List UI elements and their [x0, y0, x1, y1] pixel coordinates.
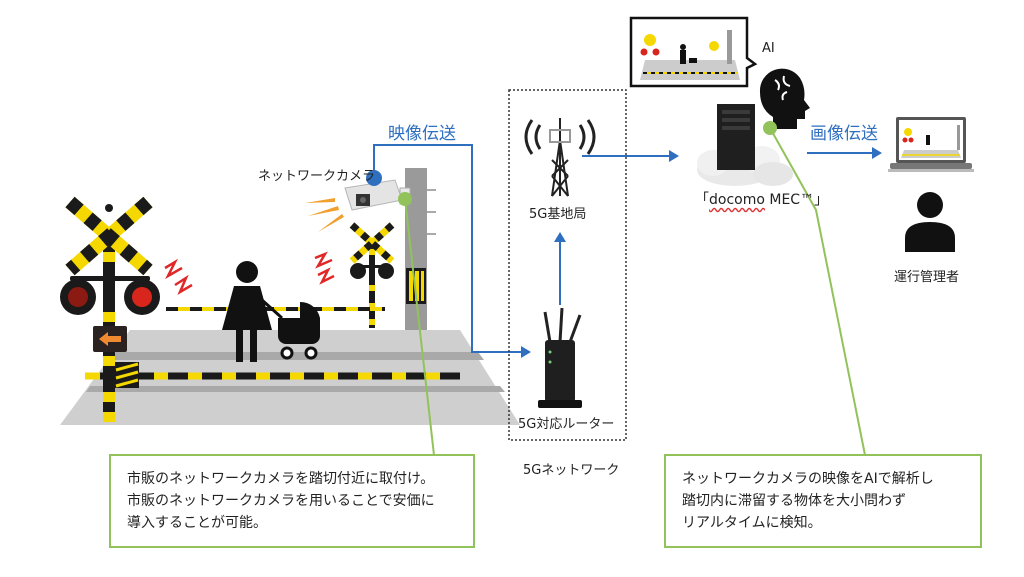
mec-label: 「docomo MEC™」 [695, 189, 828, 209]
operator-label: 運行管理者 [894, 270, 960, 285]
router-label: 5G対応ルーター [518, 417, 615, 432]
callout-line: 踏切内に滞留する物体を大小問わず [682, 493, 906, 509]
camera-connector-dot [366, 170, 382, 186]
callout-line: ネットワークカメラの映像をAIで解析し [682, 471, 934, 487]
callout-line: 市販のネットワークカメラを踏切付近に取付け。 [127, 471, 435, 487]
5g-network-label: 5Gネットワーク [523, 463, 620, 478]
ai-view-bubble [629, 16, 758, 88]
video-transmission-label: 映像伝送 [388, 124, 456, 144]
pole-guard-stripes [406, 268, 426, 304]
person-icon [905, 192, 955, 252]
video-transmission-line [373, 144, 528, 353]
image-transmission-label: 画像伝送 [810, 124, 878, 144]
arrow-head-icon [554, 232, 566, 242]
callout-line: リアルタイムに検知。 [682, 515, 822, 531]
pedestrian-with-stroller-icon [222, 261, 320, 362]
ai-label: AI [762, 41, 775, 56]
cell-tower-icon [524, 118, 596, 197]
laptop-icon [888, 117, 974, 172]
network-camera-label: ネットワークカメラ [258, 169, 376, 184]
left-arrow-icon [99, 332, 121, 346]
ai-brain-head-icon [759, 68, 810, 129]
wifi-router-icon [538, 307, 582, 408]
road-lane [86, 386, 505, 392]
server-cloud-icon [697, 104, 793, 186]
right-callout-leader [769, 127, 866, 456]
right-callout-dot [763, 121, 777, 135]
arrow-head-icon [872, 147, 882, 159]
callout-line: 導入することが可能。 [127, 515, 267, 531]
mec-bracket-open: 「 [695, 192, 709, 208]
left-callout-leader [404, 198, 435, 456]
camera-alert-rays-icon [305, 198, 344, 232]
near-crossing-signal [60, 196, 160, 422]
arrow-head-icon [521, 346, 531, 358]
mec-rest: MEC™」 [764, 192, 829, 208]
5g-network-group [508, 89, 627, 441]
alarm-spark-icon [164, 251, 335, 295]
arrow-head-icon [669, 150, 679, 162]
left-callout-dot [398, 192, 412, 206]
callout-line: 市販のネットワークカメラを用いることで安価に [127, 493, 435, 509]
far-crossing-signal [349, 222, 395, 328]
left-callout: 市販のネットワークカメラを踏切付近に取付け。 市販のネットワークカメラを用いるこ… [109, 454, 475, 548]
mec-docomo: docomo [709, 192, 765, 208]
road-lane [104, 352, 484, 360]
right-callout: ネットワークカメラの映像をAIで解析し 踏切内に滞留する物体を大小問わず リアル… [664, 454, 982, 548]
base-station-label: 5G基地局 [529, 207, 587, 222]
